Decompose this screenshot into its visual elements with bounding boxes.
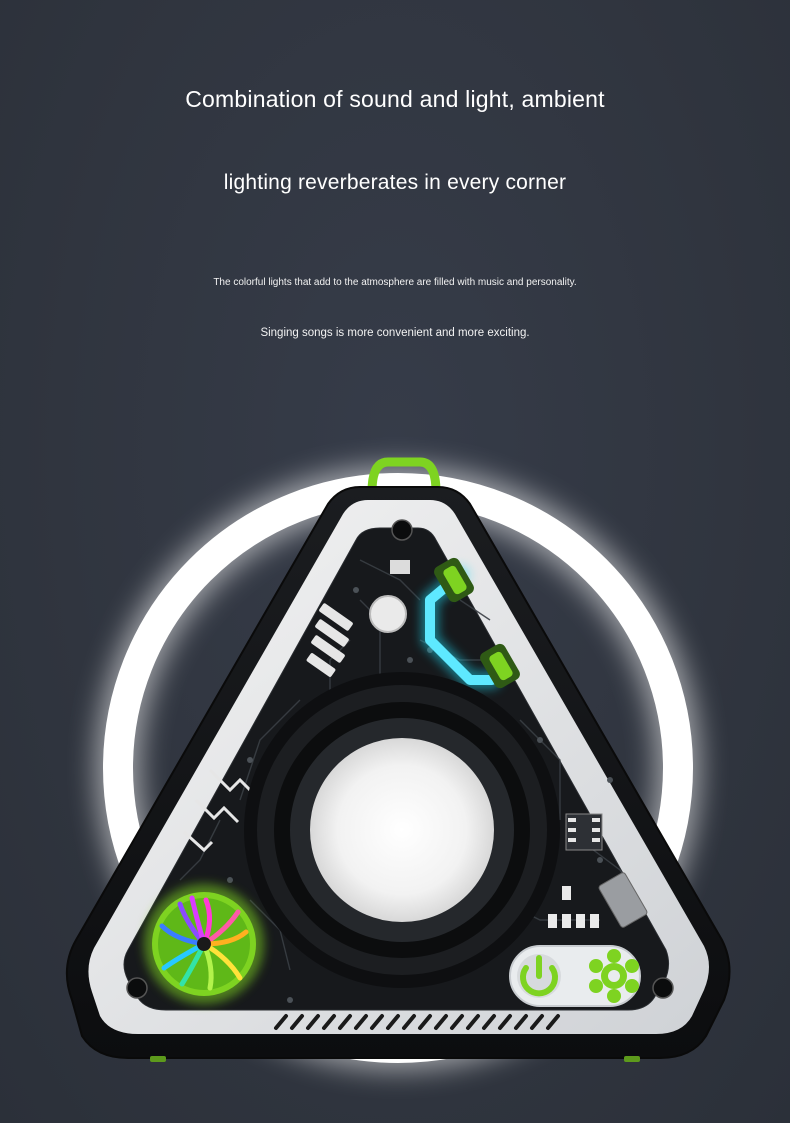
components-right [548, 813, 648, 928]
microphone-component [369, 595, 407, 633]
hanging-loop [367, 457, 441, 493]
speaker-illustration [0, 420, 790, 1100]
subtext-line-1: The colorful lights that add to the atmo… [213, 277, 577, 288]
gear-icon [589, 949, 639, 1003]
settings-button[interactable] [589, 949, 639, 1003]
green-feet [150, 1056, 640, 1062]
cyan-light-strip [421, 566, 501, 689]
vent-grille [274, 1014, 560, 1030]
headline-line-2: lighting reverberates in every corner [223, 171, 567, 194]
chip-small [390, 560, 410, 574]
headline-line-1: Combination of sound and light, ambient [185, 86, 605, 112]
power-button[interactable] [517, 954, 561, 998]
green-connectors [434, 557, 520, 689]
rgb-light-fan [144, 884, 264, 1004]
subtext-line-2: Singing songs is more convenient and mor… [260, 327, 530, 339]
led-chips-left [306, 603, 353, 677]
power-icon [520, 955, 558, 997]
speaker-driver [244, 672, 560, 988]
screw-holes [126, 519, 674, 999]
